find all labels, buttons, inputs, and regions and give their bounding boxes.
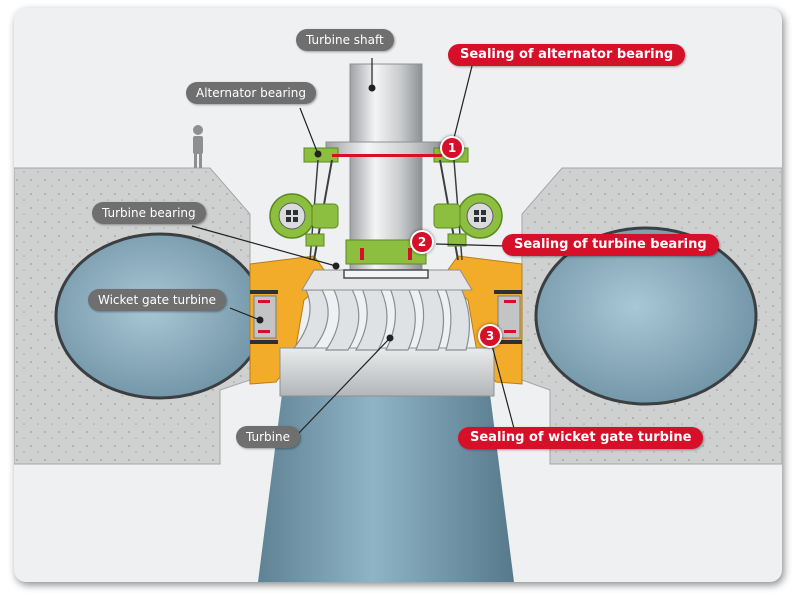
label-turbine: Turbine xyxy=(236,426,300,448)
badge-2: 2 xyxy=(410,230,434,254)
badge-3: 3 xyxy=(478,324,502,348)
wicket-seal-right xyxy=(497,295,521,339)
callout-sealing-turbine-bearing: Sealing of turbine bearing xyxy=(502,234,719,256)
spiral-case-right xyxy=(534,226,758,406)
motor-icon xyxy=(433,193,503,247)
label-turbine-shaft: Turbine shaft xyxy=(296,29,394,51)
label-turbine-bearing: Turbine bearing xyxy=(92,202,206,224)
callout-sealing-alternator-bearing: Sealing of alternator bearing xyxy=(448,44,686,66)
label-wicket-gate-turbine: Wicket gate turbine xyxy=(88,289,227,311)
callout-sealing-wicket-gate-turbine: Sealing of wicket gate turbine xyxy=(458,427,704,449)
badge-1: 1 xyxy=(440,136,464,160)
runner-blades xyxy=(292,283,470,351)
spiral-case-left xyxy=(54,232,266,400)
person-icon xyxy=(193,125,203,168)
diagram-frame: Turbine shaft Alternator bearing Turbine… xyxy=(14,8,782,582)
shaft-flange xyxy=(325,141,447,157)
label-alternator-bearing: Alternator bearing xyxy=(186,82,316,104)
discharge-ring xyxy=(279,347,495,397)
motor-icon xyxy=(269,193,339,247)
draft-tube xyxy=(258,394,514,582)
